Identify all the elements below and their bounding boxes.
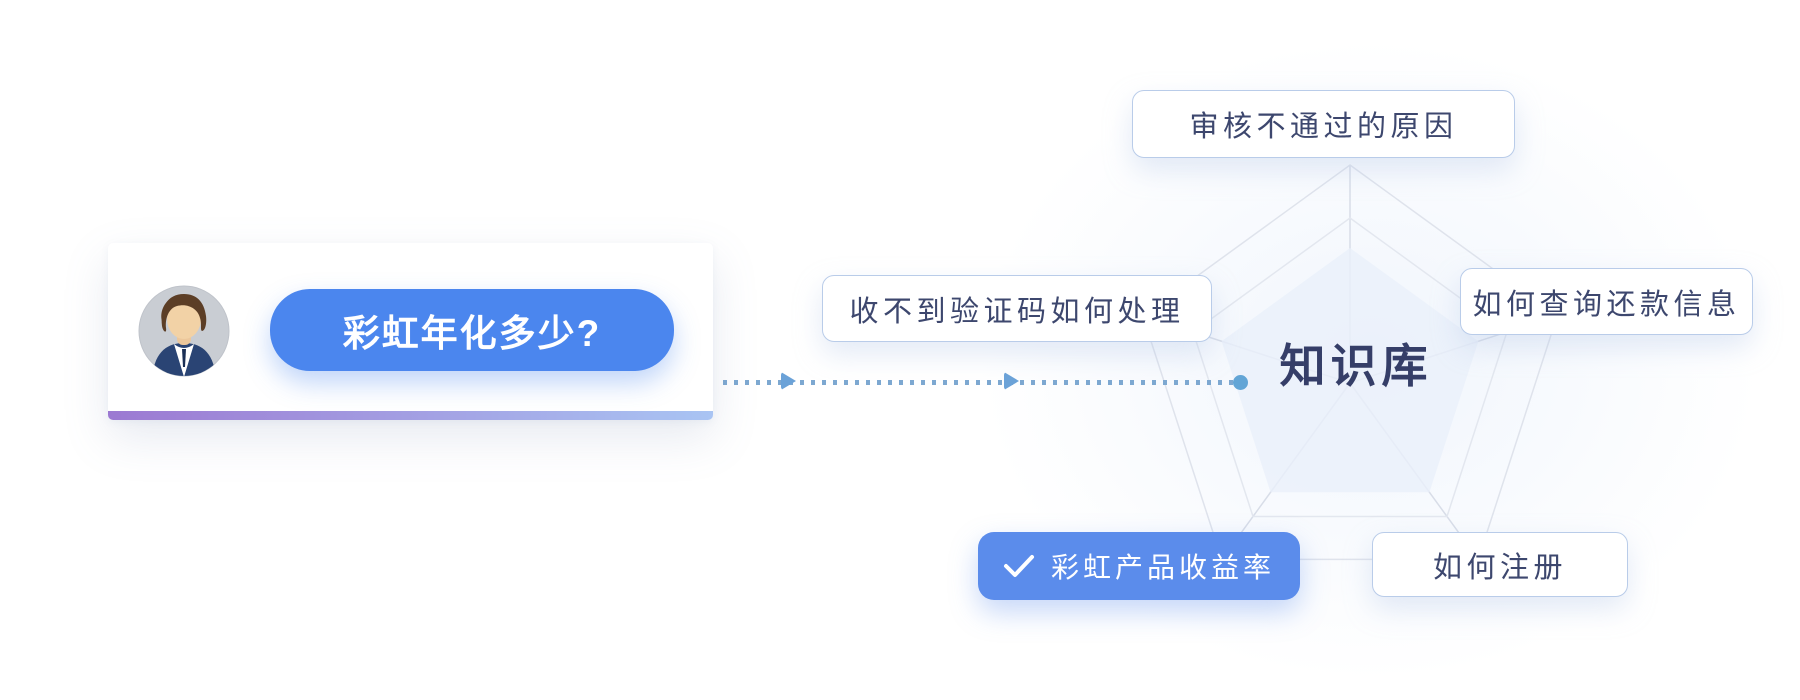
- topic-label: 收不到验证码如何处理: [849, 295, 1185, 328]
- user-avatar-icon: [138, 285, 230, 377]
- topic-label: 审核不通过的原因: [1189, 111, 1458, 143]
- user-question-card: 彩虹年化多少?: [108, 243, 713, 420]
- topic-rainbow-yield-active[interactable]: 彩虹产品收益率: [978, 532, 1300, 600]
- topic-how-to-register[interactable]: 如何注册: [1372, 532, 1628, 597]
- arrow-right-icon: [781, 372, 796, 390]
- topic-label: 如何注册: [1432, 551, 1567, 584]
- radar-inner-fill: [1221, 248, 1479, 493]
- topic-label: 如何查询还款信息: [1472, 288, 1741, 321]
- connector-end-dot: [1233, 375, 1248, 390]
- check-icon: [1003, 553, 1035, 579]
- radar-pentagon-chart: [1141, 164, 1559, 561]
- arrow-right-icon: [1004, 372, 1019, 390]
- knowledge-base-title: 知识库: [1279, 340, 1433, 392]
- question-text: 彩虹年化多少?: [342, 313, 602, 354]
- question-bubble: 彩虹年化多少?: [270, 289, 674, 371]
- topic-verification-code[interactable]: 收不到验证码如何处理: [822, 275, 1212, 342]
- topic-label: 彩虹产品收益率: [1050, 552, 1275, 583]
- avatar: [138, 285, 230, 377]
- topic-audit-fail-reason[interactable]: 审核不通过的原因: [1132, 90, 1515, 158]
- topic-repayment-info[interactable]: 如何查询还款信息: [1460, 268, 1753, 335]
- card-gradient-bar: [108, 411, 713, 420]
- connector-dotted-line: [723, 380, 1235, 385]
